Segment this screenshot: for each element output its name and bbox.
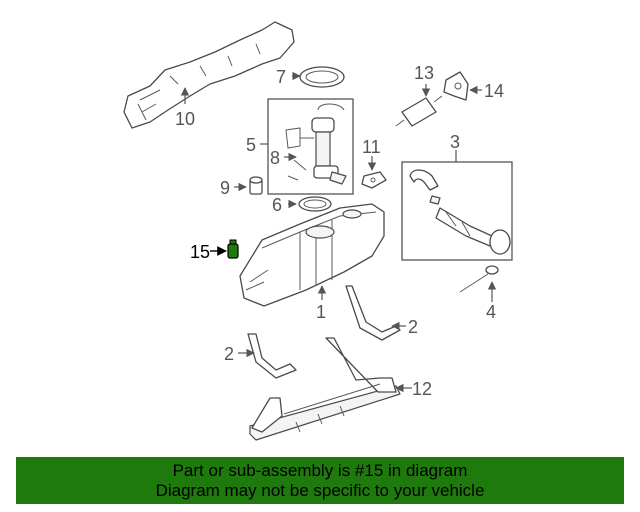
part-5-fuel-pump-module	[285, 103, 347, 185]
callout-1: 1	[316, 302, 326, 322]
part-3-box	[401, 161, 513, 261]
part-10-heat-shield	[123, 21, 295, 129]
callout-5: 5	[246, 135, 256, 155]
part-13-fuel-filter	[395, 95, 443, 127]
callout-13: 13	[414, 63, 434, 83]
part-3-filler-pipe	[409, 169, 511, 255]
part-11-sensor	[361, 171, 387, 189]
part-2-strap-lower	[247, 333, 297, 379]
callout-4: 4	[486, 302, 496, 322]
callout-3: 3	[450, 132, 460, 152]
callout-10: 10	[175, 109, 195, 129]
callout-2-upper: 2	[408, 317, 418, 337]
parts-diagram: 10 7 5 8 9 6 13 14	[123, 21, 513, 441]
callout-12: 12	[412, 379, 432, 399]
callout-7: 7	[276, 67, 286, 87]
part-9-cap	[249, 176, 263, 195]
callout-2-lower: 2	[224, 344, 234, 364]
part-5-box	[267, 98, 354, 195]
callout-8: 8	[270, 148, 280, 168]
callout-9: 9	[220, 178, 230, 198]
part-12-skid-plate	[249, 337, 401, 441]
part-2-strap-upper	[345, 285, 401, 341]
info-banner: Part or sub-assembly is #15 in diagram D…	[16, 457, 624, 504]
callout-6: 6	[272, 195, 282, 215]
part-7-lock-ring	[299, 66, 345, 88]
part-4-sender	[459, 265, 499, 293]
part-14-bracket	[443, 71, 469, 101]
callout-14: 14	[484, 81, 504, 101]
part-15-clip	[227, 239, 239, 259]
part-1-fuel-tank	[239, 203, 385, 307]
callout-15: 15	[190, 242, 210, 262]
callout-11: 11	[362, 137, 381, 157]
part-6-seal	[298, 196, 332, 212]
banner-line-disclaimer: Diagram may not be specific to your vehi…	[155, 481, 485, 500]
banner-line-part-info: Part or sub-assembly is #15 in diagram	[172, 461, 468, 480]
